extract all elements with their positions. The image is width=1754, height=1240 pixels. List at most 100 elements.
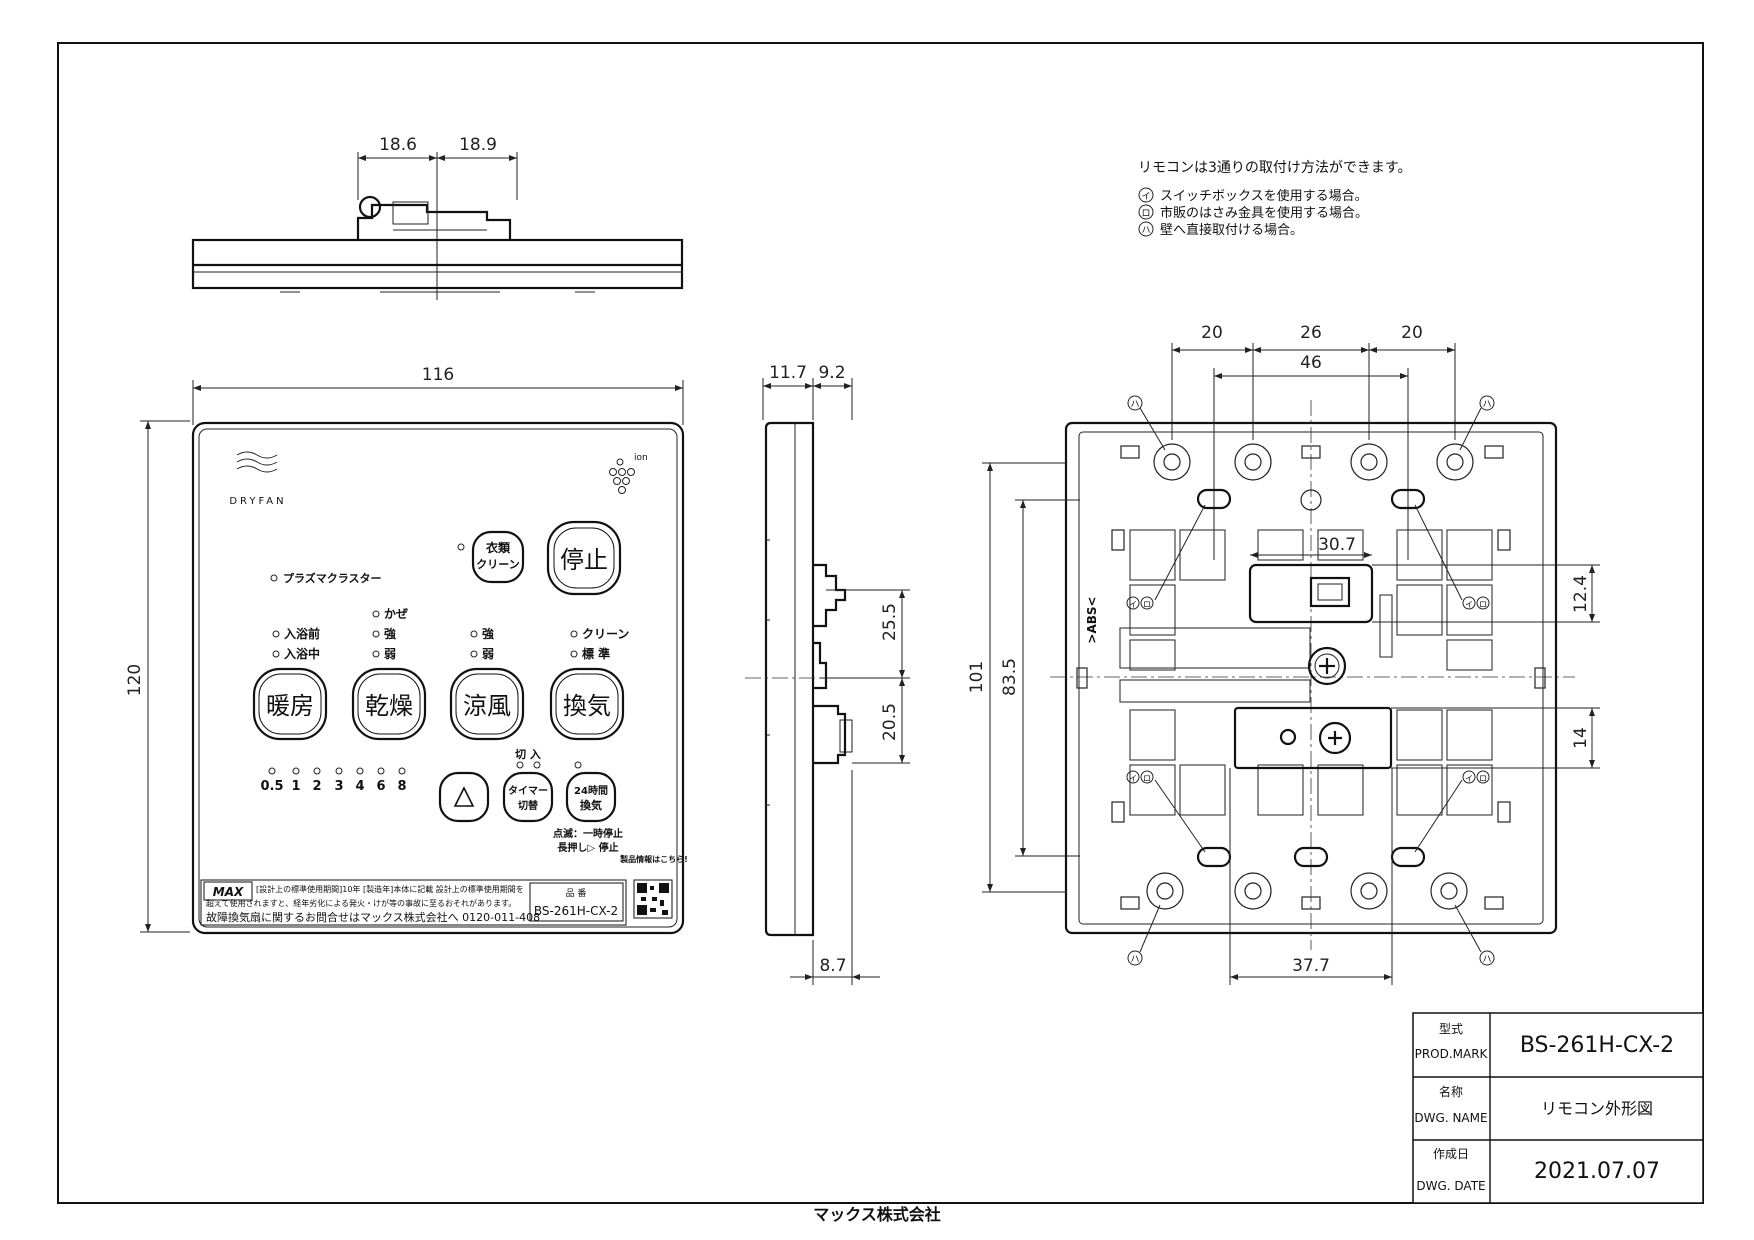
svg-text:プラズマクラスター: プラズマクラスター [283, 571, 382, 585]
tb-name-label-en: DWG. NAME [1414, 1111, 1487, 1125]
svg-text:換気: 換気 [563, 692, 611, 720]
dryfan-logo: DRYFAN [229, 451, 286, 507]
clothes-clean-button[interactable]: 衣類 クリーン [471, 530, 525, 584]
dim-front-width: 116 [422, 365, 454, 385]
dim-side-right: 9.2 [818, 363, 845, 383]
svg-text:かぜ: かぜ [384, 607, 408, 621]
svg-text:強: 強 [384, 626, 396, 641]
svg-text:ハ: ハ [1130, 400, 1139, 410]
qr-note: 製品情報はこちら! [619, 854, 688, 864]
svg-text:ロ: ロ [1143, 774, 1151, 783]
svg-text:イ: イ [1465, 774, 1473, 783]
dim-side-lower: 20.5 [880, 703, 900, 741]
title-block: 型式 PROD.MARK BS-261H-CX-2 名称 DWG. NAME リ… [1412, 1012, 1704, 1204]
svg-text:タイマー: タイマー [508, 785, 548, 797]
mounting-notes: リモコンは3通りの取付け方法ができます。 イ スイッチボックスを使用する場合。 … [1138, 160, 1412, 238]
heating-button[interactable]: 暖房 [252, 667, 328, 741]
svg-text:故障換気扇に関するお問合せはマックス株式会社へ 0120-0: 故障換気扇に関するお問合せはマックス株式会社へ 0120-011-408 [206, 910, 540, 924]
max-logo: MAX [213, 885, 244, 899]
tb-type-value: BS-261H-CX-2 [1520, 1033, 1674, 1058]
front-view: 116 120 DRYFAN ion 衣類 クリーン [125, 365, 688, 935]
dim-back-inner: 30.7 [1318, 535, 1356, 555]
svg-text:衣類: 衣類 [486, 540, 511, 555]
side-view: 11.7 9.2 25.5 20.5 8.7 [745, 363, 910, 985]
dim-back-height-inner: 83.5 [1000, 658, 1020, 696]
dim-back-r-lower: 14 [1571, 727, 1591, 749]
front-model: BS-261H-CX-2 [534, 904, 618, 918]
svg-text:4: 4 [355, 779, 364, 794]
svg-text:換気: 換気 [580, 798, 602, 812]
svg-text:入浴中: 入浴中 [284, 646, 320, 661]
metal-plate [1233, 706, 1393, 770]
tb-name-label-jp: 名称 [1439, 1084, 1463, 1099]
note-item-2: ロ 市販のはさみ金具を使用する場合。 [1138, 204, 1368, 221]
dim-back-span: 46 [1300, 353, 1322, 373]
svg-text:涼風: 涼風 [463, 692, 511, 720]
stop-button[interactable]: 停止 [546, 520, 622, 596]
svg-text:ロ: ロ [1141, 209, 1150, 219]
dim-front-height: 120 [125, 664, 145, 696]
top-view: 18.6 18.9 [191, 135, 684, 300]
svg-text:市販のはさみ金具を使用する場合。: 市販のはさみ金具を使用する場合。 [1160, 205, 1368, 221]
back-view: 20 26 20 46 [967, 323, 1600, 985]
cooling-button[interactable]: 涼風 [449, 667, 525, 741]
tb-date-label-en: DWG. DATE [1416, 1179, 1485, 1193]
warning-label: MAX [設計上の標準使用期間]10年 [製造年]本体に記載 設計上の標準使用期… [200, 879, 627, 926]
up-triangle-icon [453, 786, 475, 807]
mount-markers: ハ ハ ハ ハ イ ロ イ ロ イ ロ イ ロ [1126, 395, 1495, 966]
timer-switch-button[interactable]: タイマー 切替 [502, 771, 554, 823]
svg-text:ion: ion [634, 453, 648, 463]
svg-text:0.5: 0.5 [260, 779, 283, 794]
drying-button[interactable]: 乾燥 [351, 667, 427, 741]
back-grid [1119, 529, 1493, 816]
svg-text:ハ: ハ [1482, 400, 1491, 410]
svg-text:DRYFAN: DRYFAN [229, 496, 286, 507]
tb-type-label-jp: 型式 [1439, 1022, 1463, 1036]
screw-upper [1307, 646, 1347, 686]
svg-text:イ: イ [1129, 600, 1137, 609]
svg-text:入浴前: 入浴前 [284, 626, 320, 641]
svg-text:スイッチボックスを使用する場合。: スイッチボックスを使用する場合。 [1160, 188, 1368, 204]
on-off-label: 切 入 [515, 748, 541, 761]
dim-back-right: 20 [1401, 323, 1423, 343]
svg-text:イ: イ [1129, 774, 1137, 783]
timer-indicators: 0.5 1 2 3 4 6 8 [260, 767, 407, 794]
svg-text:ハ: ハ [1482, 955, 1491, 965]
dim-side-left: 11.7 [769, 363, 807, 383]
svg-text:6: 6 [376, 779, 385, 794]
screw-lower [1318, 721, 1352, 755]
dim-back-bottom: 37.7 [1292, 956, 1330, 976]
svg-text:クリーン: クリーン [582, 627, 629, 641]
ventilation-button[interactable]: 換気 [549, 667, 625, 741]
note-item-1: イ スイッチボックスを使用する場合。 [1138, 187, 1368, 204]
24h-vent-button[interactable]: 24時間 換気 [565, 771, 617, 823]
svg-text:8: 8 [397, 779, 406, 794]
plasma-indicator: プラズマクラスター [270, 571, 382, 585]
svg-text:暖房: 暖房 [266, 692, 314, 720]
abs-mark: >ABS< [1085, 596, 1099, 643]
mount-holes-top [1120, 443, 1504, 511]
svg-text:乾燥: 乾燥 [365, 692, 413, 720]
svg-text:2: 2 [312, 779, 321, 794]
svg-text:ロ: ロ [1479, 600, 1487, 609]
svg-text:イ: イ [1465, 600, 1473, 609]
connector-window [1248, 563, 1374, 624]
svg-text:超えて使用されますと、経年劣化による発火・けが等の事故に至る: 超えて使用されますと、経年劣化による発火・けが等の事故に至るおそれがあります。 [206, 898, 516, 908]
mode-indicators: かぜ 入浴前 入浴中 強 弱 強 弱 クリーン 標 準 [272, 607, 629, 661]
dim-back-r-upper: 12.4 [1571, 575, 1591, 613]
notes-heading: リモコンは3通りの取付け方法ができます。 [1138, 160, 1412, 176]
svg-text:1: 1 [291, 779, 300, 794]
up-button[interactable] [438, 771, 490, 823]
connector-socket [1309, 576, 1351, 608]
svg-text:品 番: 品 番 [566, 887, 587, 899]
svg-text:イ: イ [1141, 192, 1150, 202]
svg-text:標 準: 標 準 [582, 646, 610, 661]
svg-text:弱: 弱 [384, 646, 396, 661]
dim-side-upper: 25.5 [880, 603, 900, 641]
svg-text:ロ: ロ [1143, 600, 1151, 609]
tb-type-label-en: PROD.MARK [1415, 1047, 1489, 1061]
svg-text:24時間: 24時間 [574, 784, 608, 797]
ion-icon: ion [609, 453, 648, 494]
mount-holes-bottom [1120, 846, 1504, 910]
